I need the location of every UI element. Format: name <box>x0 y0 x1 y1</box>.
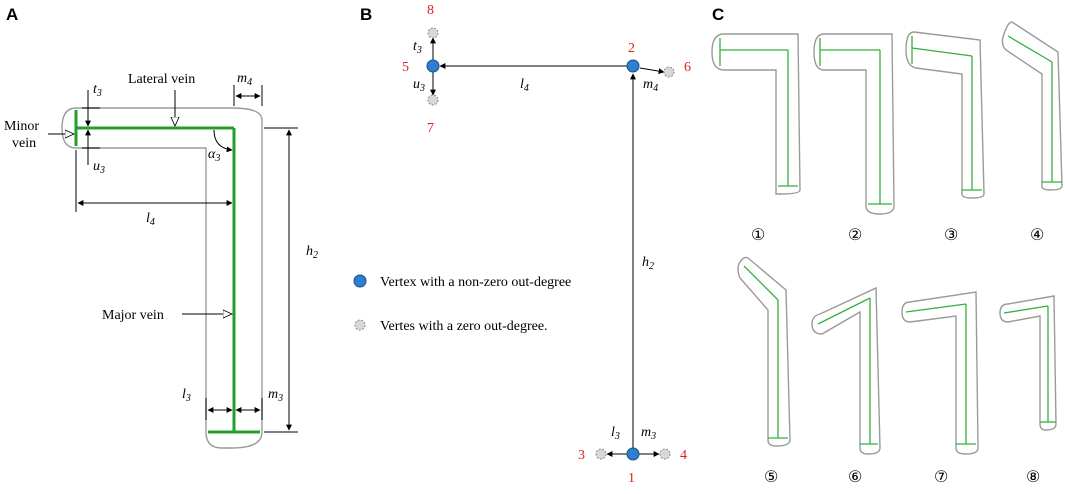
edge-t3-label: t3 <box>413 39 422 56</box>
leaf-shape-1 <box>711 33 801 195</box>
minor-vein-label-line2: vein <box>12 136 36 151</box>
dim-l4-label: l4 <box>146 211 155 228</box>
edge-l3-label: l3 <box>611 425 620 442</box>
edge-m3-label: m3 <box>641 425 656 442</box>
shape-label-1: ① <box>751 227 765 244</box>
lateral-vein-label: Lateral vein <box>128 72 195 87</box>
legend-zero-text: Vertes with a zero out-degree. <box>380 319 548 334</box>
vertex-6-number: 6 <box>684 60 691 75</box>
leaf-shape-7 <box>901 291 979 455</box>
dim-l3-label: l3 <box>182 387 191 404</box>
panel-c-letter: C <box>712 5 724 24</box>
vertex-5-number: 5 <box>402 60 409 75</box>
shape-label-2: ② <box>848 227 862 244</box>
vertex-5 <box>426 59 440 73</box>
leaf-shape-4 <box>1001 21 1063 191</box>
panel-a-letter: A <box>6 5 18 24</box>
vertex-7-number: 7 <box>427 121 434 136</box>
vertex-1 <box>626 447 640 461</box>
panel-c: C ① ② ③ <box>711 5 1063 486</box>
shape-label-4: ④ <box>1030 227 1044 244</box>
legend-nonzero-marker <box>353 274 367 288</box>
vertex-2-number: 2 <box>628 41 635 56</box>
dim-u3-label: u3 <box>93 159 105 176</box>
minor-vein-label-line1: Minor <box>4 119 39 134</box>
edge-u3-label: u3 <box>413 77 425 94</box>
vertex-8-number: 8 <box>427 3 434 18</box>
shape-label-5: ⑤ <box>764 469 778 486</box>
edge-h2-label: h2 <box>642 255 654 272</box>
panel-b-letter: B <box>360 5 372 24</box>
vertex-1-number: 1 <box>628 471 635 486</box>
panel-b: B 1 2 3 4 5 6 7 8 l4 h2 t3 u3 m4 l3 m3 <box>353 3 691 486</box>
dim-m4-label: m4 <box>237 71 252 88</box>
vertex-7 <box>427 94 439 106</box>
panel-a: A t3 u3 Minor vein Lateral vein m4 α3 <box>4 5 318 449</box>
dim-m3-label: m3 <box>268 387 283 404</box>
vertex-3 <box>595 448 607 460</box>
legend-zero-marker <box>354 319 366 331</box>
vertex-8 <box>427 27 439 39</box>
legend: Vertex with a non-zero out-degree Vertes… <box>353 274 571 334</box>
leaf-outline <box>61 107 263 449</box>
vertex-4 <box>659 448 671 460</box>
dim-h2-label: h2 <box>306 244 318 261</box>
leaf-shape-6 <box>811 286 881 455</box>
vertex-3-number: 3 <box>578 448 585 463</box>
shape-label-8: ⑧ <box>1026 469 1040 486</box>
legend-nonzero-text: Vertex with a non-zero out-degree <box>380 275 571 290</box>
shape-label-3: ③ <box>944 227 958 244</box>
major-vein-label: Major vein <box>102 308 164 323</box>
edge-l4-label: l4 <box>520 77 529 94</box>
edge-m4 <box>639 67 665 75</box>
vertex-6 <box>663 66 675 78</box>
vertex-4-number: 4 <box>680 448 687 463</box>
angle-alpha3-arc <box>213 129 233 153</box>
edge-m4-label: m4 <box>643 77 658 94</box>
vertex-2 <box>626 59 640 73</box>
shape-label-6: ⑥ <box>848 469 862 486</box>
leaf-shape-8 <box>999 295 1057 431</box>
leaf-shape-3 <box>905 31 985 199</box>
angle-alpha3-label: α3 <box>208 147 220 164</box>
leaf-shape-5 <box>737 256 791 447</box>
dim-t3-label: t3 <box>93 82 102 99</box>
shape-label-7: ⑦ <box>934 469 948 486</box>
leaf-shape-2 <box>813 33 895 215</box>
